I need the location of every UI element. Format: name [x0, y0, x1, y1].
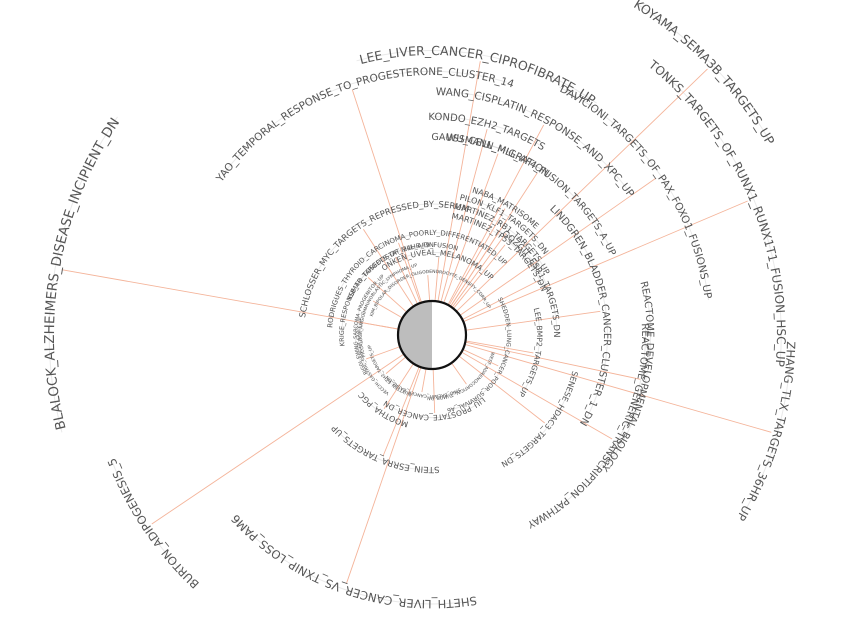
ring-arc-sheth-liver-cancer-vs-txnip-loss-pam6 — [233, 516, 477, 605]
spoke-onken-uveal-melanoma-up — [434, 257, 440, 301]
ring-arcs — [48, 4, 792, 605]
term-label-stein-esrra-targets-up[interactable]: STEIN_ESRRA_TARGETS_UP — [330, 423, 440, 474]
ring-arc-wu-cell-migration — [447, 136, 548, 174]
ring-arc-martinez-rb1-targets-up — [455, 205, 548, 273]
ring-arc-kondo-ezh2-targets — [432, 116, 542, 146]
spoke-wang-cisplatin-response-and-xpc-up — [448, 124, 545, 305]
spoke-zhang-tlx-targets-36hr-up — [465, 344, 772, 433]
spoke-lee-liver-cancer-ciprofibrate-up — [437, 61, 481, 301]
spoke-piccaluga-angioimmunoblastic-lymphoma-up — [372, 300, 402, 318]
hub-left-half — [398, 301, 432, 369]
spoke-martinez-rb1-targets-up — [452, 232, 507, 307]
ring-arc-kumar-targets-of-mll-af9-fusion — [349, 244, 457, 299]
ring-arc-reactome-developmental-biology — [606, 286, 651, 467]
spoke-liu-prostate-cancer-dn — [432, 369, 436, 414]
center-hub[interactable] — [396, 299, 468, 371]
term-label-zhang-tlx-targets-36hr-up[interactable]: ZHANG_TLX_TARGETS_36HR_UP — [734, 341, 798, 523]
term-label-lee-bmp2-targets-up[interactable]: LEE_BMP2_TARGETS_UP — [517, 307, 545, 399]
ring-arc-rodrigues-thyroid-carcinoma-poorly-differentiated-up — [329, 232, 505, 326]
spoke-reactome-generic-transcription-pathway — [462, 352, 613, 440]
ring-arc-blalock-alzheimers-disease-incipient-dn — [48, 116, 118, 433]
spoke-riggi-ewing-sarcoma-progenitor-up — [360, 321, 398, 330]
ring-arc-lee-liver-cancer-ciprofibrate-up — [356, 50, 597, 104]
ring-arc-koyama-sema3b-targets-up — [639, 4, 770, 140]
spoke-tonks-targets-of-runx1-runx1t1-fusion-hsc-up — [464, 200, 748, 322]
term-label-tonks-targets-of-runx1-runx1t1-fusion-hsc-up[interactable]: TONKS_TARGETS_OF_RUNX1_RUNX1T1_FUSION_HS… — [645, 57, 788, 367]
ring-arc-gaussmann-mll-af4-fusion-targets-a-up — [435, 136, 613, 252]
ring-arc-zhang-tlx-targets-36hr-up — [741, 345, 792, 517]
spokes — [61, 61, 772, 584]
ring-arc-stein-esrra-targets-up — [332, 426, 440, 471]
ring-arc-liu-prostate-cancer-dn — [384, 399, 484, 419]
spoke-gozgit-esr1-targets-dn — [462, 280, 540, 320]
ring-arc-naba-matrisome — [474, 190, 537, 226]
spoke-shedden-lung-cancer-poor-survival-a6 — [463, 349, 499, 367]
spoke-vecchi-gastric-cancer-early-up — [366, 346, 400, 360]
spoke-krige-response-to-tosedostat-24hr-dn — [367, 277, 407, 312]
ring-arc-yao-temporal-response-to-progesterone-cluster-14 — [222, 70, 507, 175]
spoke-pilon-klf1-targets-dn — [450, 220, 507, 306]
ring-arc-martinez-tp53-targets-dn — [453, 215, 545, 290]
term-label-burton-adipogenesis-5[interactable]: BURTON_ADIPOGENESIS_5 — [105, 456, 202, 591]
spoke-west-adrenocortical-tumor-dn — [451, 363, 467, 385]
ring-arc-schlosser-myc-targets-repressed-by-serum — [302, 203, 465, 313]
spoke-nuytten-ezh2-targets-up — [385, 357, 406, 374]
ring-arc-gozgit-esr1-targets-dn — [504, 233, 558, 336]
spoke-martinez-tp53-targets-dn — [453, 244, 506, 309]
ring-arc-krige-response-to-tosedostat-24hr-dn — [341, 244, 431, 344]
hub-outline — [396, 299, 468, 371]
ring-arc-reactome-generic-transcription-pathway — [531, 326, 647, 525]
ring-arc-tonks-targets-of-runx1-runx1t1-fusion-hsc-up — [655, 66, 782, 361]
spoke-lee-bmp2-targets-up — [466, 340, 534, 354]
ring-arc-nuytten-ezh2-targets-up — [369, 346, 411, 396]
spoke-mootha-pgc — [383, 364, 414, 410]
ring-arc-shedden-lung-cancer-poor-survival-a6 — [450, 300, 510, 411]
spoke-reactome-developmental-biology — [466, 341, 641, 380]
spoke-yao-temporal-response-to-progesterone-cluster-14 — [351, 89, 422, 302]
label-path-sheth-liver-cancer-vs-txnip-loss-pam6 — [224, 499, 495, 600]
ring-arc-burton-adipogenesis-5 — [111, 460, 197, 586]
spoke-burton-adipogenesis-5 — [151, 354, 404, 525]
spoke-kim-bipolar-disorder-oligodendrocyte-density-corr-up — [427, 275, 431, 301]
ring-arc-kim-bipolar-disorder-oligodendrocyte-density-corr-up — [371, 270, 490, 315]
hub-right-half — [432, 301, 466, 369]
ring-arc-west-adrenocortical-tumor-dn — [430, 355, 493, 400]
term-label-sheth-liver-cancer-vs-txnip-loss-pam6[interactable]: SHETH_LIVER_CANCER_VS_TXNIP_LOSS_PAM6 — [228, 512, 478, 611]
spoke-davicioni-targets-of-pax-foxo1-fusions-up — [460, 178, 656, 316]
ring-arc-senese-hdac3-targets-dn — [504, 374, 575, 465]
spoke-blalock-alzheimers-disease-incipient-dn — [61, 269, 398, 330]
spoke-lindgren-bladder-cancer-cluster-1-dn — [466, 310, 601, 331]
ring-arc-davicioni-targets-of-pax-foxo1-fusions-up — [559, 86, 709, 301]
spoke-schlosser-myc-targets-repressed-by-serum — [363, 229, 414, 306]
spoke-naba-matrisome — [449, 208, 506, 305]
ring-arc-vecchi-gastric-cancer-early-up — [357, 317, 389, 395]
spoke-wu-cell-migration — [443, 153, 499, 303]
ring-arc-smid-breast-cancer-basal-dn — [387, 377, 460, 398]
spoke-kumar-targets-of-mll-af9-fusion — [395, 256, 418, 304]
ring-arc-wang-cisplatin-response-and-xpc-up — [438, 90, 631, 194]
spoke-rodrigues-thyroid-carcinoma-poorly-differentiated-up — [398, 242, 421, 303]
spoke-smid-breast-cancer-basal-dn — [421, 369, 427, 393]
ring-arc-mootha-pgc — [361, 395, 405, 425]
spoke-kondo-ezh2-targets — [440, 129, 488, 302]
ring-arc-lee-bmp2-targets-up — [520, 308, 541, 396]
spoke-senese-hdac3-targets-dn — [459, 356, 545, 424]
spoke-koyama-sema3b-targets-up — [456, 68, 708, 312]
spoke-stein-esrra-targets-up — [382, 367, 420, 456]
spoke-sheth-liver-cancer-vs-txnip-loss-pam6 — [345, 367, 422, 584]
ring-arc-onken-uveal-melanoma-up — [386, 251, 490, 276]
ring-arc-piccaluga-angioimmunoblastic-lymphoma-up — [359, 265, 415, 355]
